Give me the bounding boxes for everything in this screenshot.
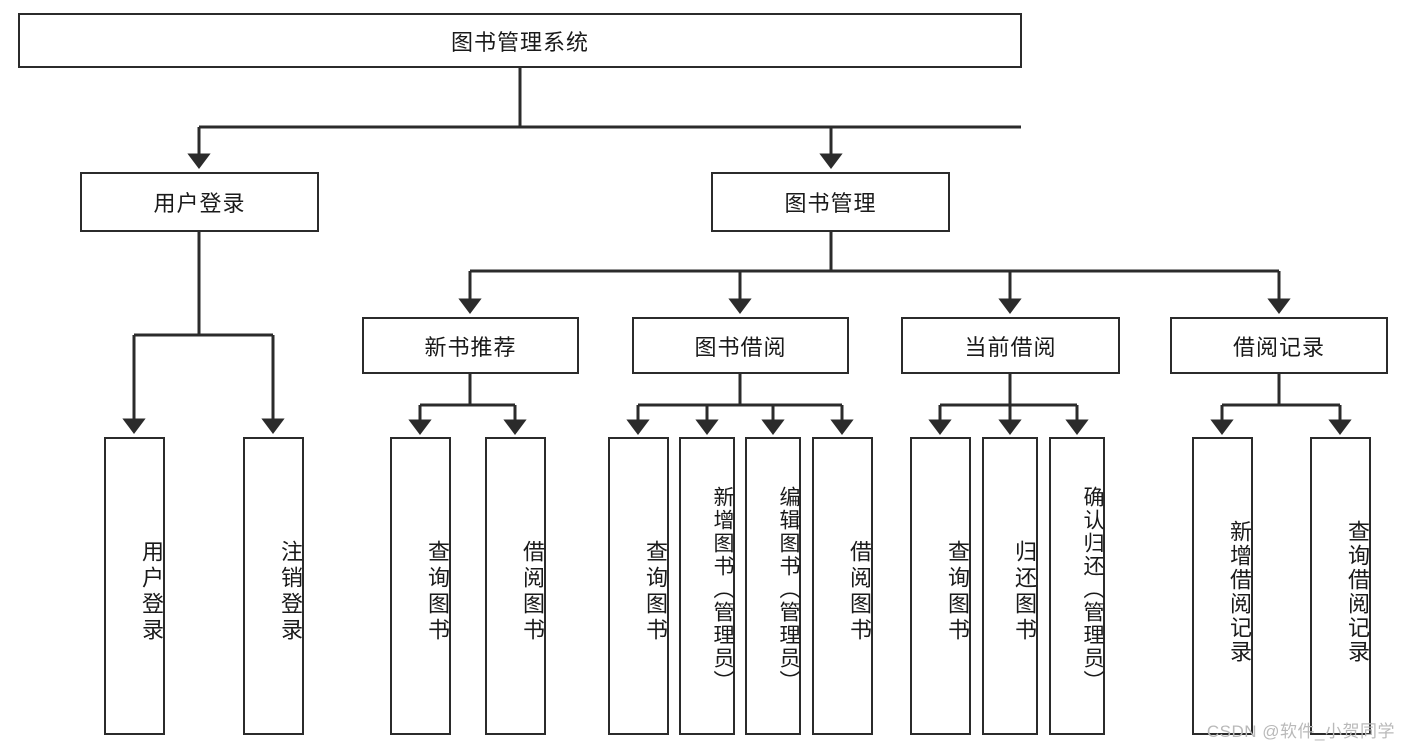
leaf-borrow-book-newbook[interactable]: 借阅图书 <box>485 437 546 735</box>
watermark: CSDN @软件_小贺同学 <box>1206 722 1395 741</box>
leaf-user-login[interactable]: 用户登录 <box>104 437 165 735</box>
leaf-lend-book-label: 借阅图书 <box>847 540 872 644</box>
node-current-borrow-label: 当前借阅 <box>964 334 1057 360</box>
leaf-edit-book-admin[interactable]: 编辑图书（管理员） <box>745 437 801 735</box>
leaf-add-borrow-record[interactable]: 新增借阅记录 <box>1192 437 1253 735</box>
leaf-borrow-book-newbook-label: 借阅图书 <box>520 540 545 644</box>
leaf-logout-label: 注销登录 <box>278 540 303 644</box>
leaf-add-book-admin[interactable]: 新增图书（管理员） <box>679 437 735 735</box>
leaf-query-book-borrow-label: 查询图书 <box>643 540 668 644</box>
leaf-query-book-current-label: 查询图书 <box>945 540 970 644</box>
node-user-login[interactable]: 用户登录 <box>80 172 319 232</box>
node-borrow-record-label: 借阅记录 <box>1232 334 1325 360</box>
leaf-add-book-admin-label: 新增图书（管理员） <box>711 485 734 693</box>
leaf-user-login-label: 用户登录 <box>139 540 164 644</box>
node-book-borrow-label: 图书借阅 <box>694 334 787 360</box>
leaf-confirm-return-admin[interactable]: 确认归还（管理员） <box>1049 437 1105 735</box>
leaf-lend-book[interactable]: 借阅图书 <box>812 437 873 735</box>
leaf-query-book-newbook[interactable]: 查询图书 <box>390 437 451 735</box>
node-root-label: 图书管理系统 <box>450 29 589 55</box>
node-current-borrow[interactable]: 当前借阅 <box>901 317 1120 374</box>
node-new-book-recommend-label: 新书推荐 <box>424 334 517 360</box>
leaf-return-book[interactable]: 归还图书 <box>982 437 1038 735</box>
leaf-query-book-newbook-label: 查询图书 <box>425 540 450 644</box>
node-book-borrow[interactable]: 图书借阅 <box>632 317 849 374</box>
leaf-add-borrow-record-label: 新增借阅记录 <box>1227 520 1252 664</box>
leaf-logout[interactable]: 注销登录 <box>243 437 304 735</box>
leaf-return-book-label: 归还图书 <box>1012 540 1037 644</box>
leaf-edit-book-admin-label: 编辑图书（管理员） <box>777 485 800 693</box>
node-new-book-recommend[interactable]: 新书推荐 <box>362 317 579 374</box>
node-root[interactable]: 图书管理系统 <box>18 13 1022 68</box>
node-book-management-label: 图书管理 <box>784 191 877 216</box>
leaf-query-borrow-record[interactable]: 查询借阅记录 <box>1310 437 1371 735</box>
node-book-management[interactable]: 图书管理 <box>711 172 950 232</box>
leaf-query-borrow-record-label: 查询借阅记录 <box>1345 520 1370 664</box>
leaf-query-book-current[interactable]: 查询图书 <box>910 437 971 735</box>
node-borrow-record[interactable]: 借阅记录 <box>1170 317 1388 374</box>
leaf-confirm-return-admin-label: 确认归还（管理员） <box>1081 485 1104 693</box>
node-user-login-label: 用户登录 <box>153 191 246 216</box>
leaf-query-book-borrow[interactable]: 查询图书 <box>608 437 669 735</box>
